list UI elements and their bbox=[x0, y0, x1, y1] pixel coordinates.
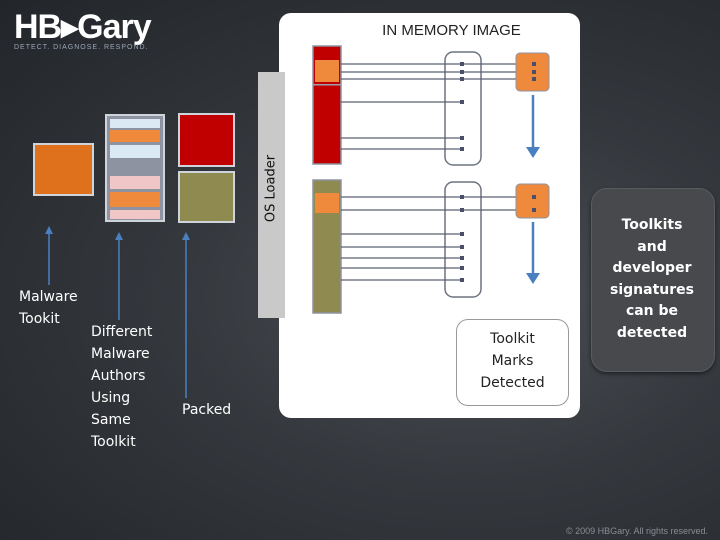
different-authors-line: Malware bbox=[91, 346, 150, 362]
different-authors-line: Different bbox=[91, 324, 153, 340]
bracket-bottom bbox=[444, 181, 482, 298]
logo-tagline: DETECT. DIAGNOSE. RESPOND. bbox=[14, 44, 149, 51]
different-authors-stack bbox=[105, 114, 165, 222]
toolkit-marks-box bbox=[456, 319, 569, 406]
callout-line: detected bbox=[616, 324, 688, 341]
memory-column-bottom bbox=[312, 179, 342, 314]
toolkit-marks-line: Marks bbox=[491, 353, 534, 369]
callout-line: developer bbox=[612, 260, 692, 276]
callout-line: Toolkits bbox=[621, 217, 683, 233]
callout-line: can be bbox=[625, 303, 679, 319]
memory-image-title: IN MEMORY IMAGE bbox=[382, 22, 521, 39]
different-authors-line: Same bbox=[91, 412, 131, 428]
toolkit-marks-line: Detected bbox=[480, 375, 545, 391]
signature-lines-bottom bbox=[341, 196, 517, 281]
toolkit-marks-line: Toolkit bbox=[490, 331, 535, 347]
different-authors-line: Toolkit bbox=[91, 434, 136, 450]
toolkit-marks-text: Toolkit Marks Detected bbox=[458, 328, 567, 394]
signature-dots-bottom bbox=[460, 195, 464, 282]
detection-callout-text: Toolkits and developer signatures can be… bbox=[591, 215, 713, 344]
memory-column-top bbox=[312, 45, 342, 165]
different-authors-line: Authors bbox=[91, 368, 146, 384]
malware-toolkit-label: Malware Tookit bbox=[19, 289, 78, 327]
detection-callout-box bbox=[591, 188, 715, 372]
callout-line: and bbox=[637, 238, 667, 255]
signature-lines-top bbox=[341, 63, 517, 150]
packed-label: Packed bbox=[182, 402, 232, 418]
toolkit-mark-bottom bbox=[515, 183, 550, 219]
different-authors-label: Different Malware Authors Using Same Too… bbox=[91, 321, 171, 453]
toolkit-mark-top bbox=[515, 52, 550, 92]
copyright-footer: © 2009 HBGary. All rights reserved. bbox=[565, 526, 708, 536]
bracket-top bbox=[444, 51, 482, 166]
signature-dots-top bbox=[460, 62, 464, 151]
logo-text: HB▸Gary bbox=[14, 8, 152, 46]
different-authors-line: Using bbox=[91, 390, 131, 406]
os-loader-bar bbox=[258, 72, 285, 318]
packed-blocks bbox=[178, 113, 235, 223]
hbgary-logo: HB▸Gary DETECT. DIAGNOSE. RESPOND. bbox=[14, 8, 152, 51]
callout-line: signatures bbox=[610, 281, 694, 298]
malware-toolkit-block bbox=[33, 143, 94, 196]
